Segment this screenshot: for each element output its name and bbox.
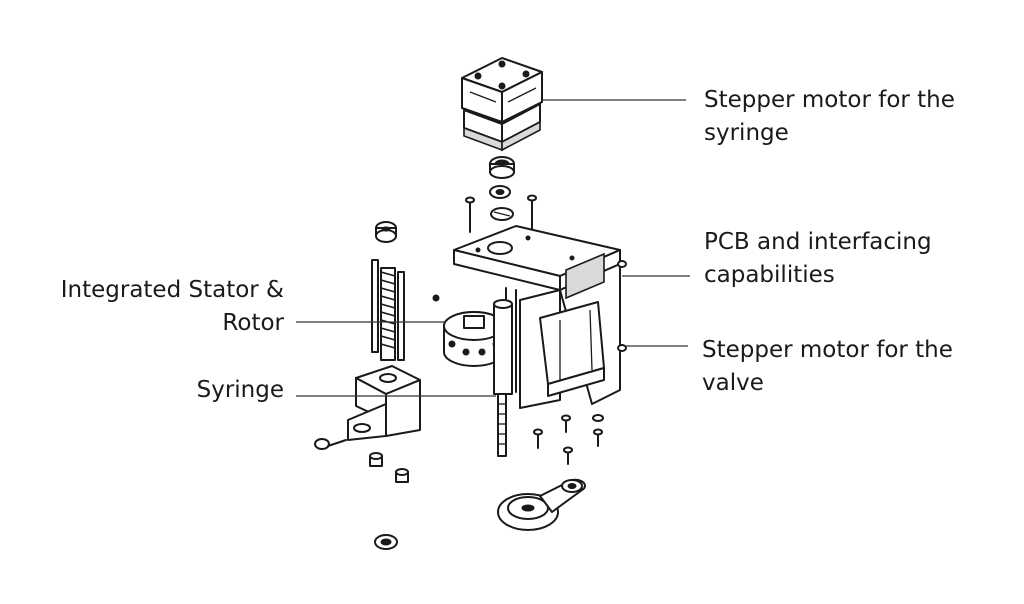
label-line: valve bbox=[702, 370, 764, 396]
stepper-motor-syringe-part bbox=[461, 57, 543, 152]
label-pcb-interfacing: PCB and interfacing capabilities bbox=[704, 226, 932, 292]
left-guide-rods-part bbox=[371, 221, 440, 361]
coupler-part bbox=[489, 156, 515, 199]
label-line: Stepper motor for the bbox=[702, 337, 953, 363]
top-screws-part bbox=[465, 194, 537, 233]
label-line: Rotor bbox=[222, 310, 284, 336]
label-line: Stepper motor for the bbox=[704, 87, 955, 113]
label-stepper-motor-syringe: Stepper motor for the syringe bbox=[704, 84, 955, 150]
main-frame-part bbox=[453, 225, 627, 409]
leader-lines bbox=[296, 99, 690, 397]
label-stepper-motor-valve: Stepper motor for the valve bbox=[702, 334, 953, 400]
base-block-part bbox=[347, 365, 421, 441]
pulley-belt-part bbox=[497, 478, 586, 531]
label-line: syringe bbox=[704, 120, 789, 146]
label-line: Syringe bbox=[196, 377, 284, 403]
label-syringe: Syringe bbox=[197, 374, 284, 407]
fasteners-part bbox=[314, 414, 604, 550]
label-stator-rotor: Integrated Stator & Rotor bbox=[61, 274, 284, 340]
label-line: Integrated Stator & bbox=[60, 277, 284, 303]
label-line: capabilities bbox=[704, 262, 835, 288]
label-line: PCB and interfacing bbox=[704, 229, 932, 255]
syringe-part bbox=[493, 299, 513, 457]
